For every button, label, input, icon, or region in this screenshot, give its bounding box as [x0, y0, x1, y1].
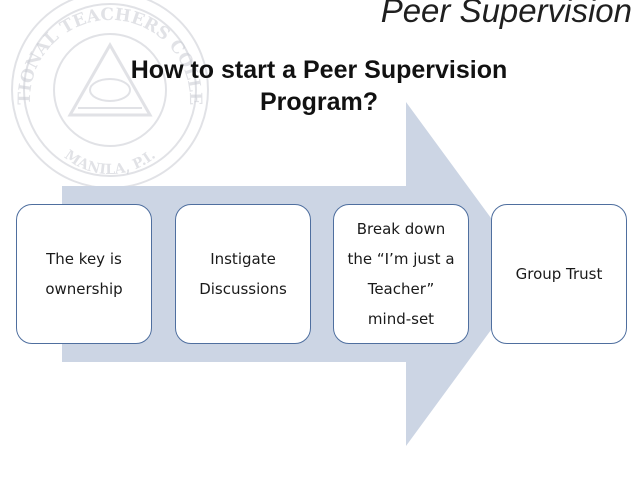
college-seal-logo: NATIONAL TEACHERS COLLEGE MANILA, P.I.	[0, 0, 209, 189]
step-label: Group Trust	[515, 265, 603, 283]
step-label: Break down the “I’m just a Teacher” mind…	[347, 220, 455, 328]
headline-line-1: How to start a Peer Supervision	[130, 56, 508, 84]
step-box-ownership: The key is ownership	[16, 204, 152, 344]
step-label: The key is ownership	[45, 250, 123, 298]
headline-line-2: Program?	[259, 88, 379, 116]
slide-header-title: Peer Supervision	[380, 0, 632, 29]
step-box-discussions: Instigate Discussions	[175, 204, 311, 344]
slide-headline: How to start a Peer Supervision Program?	[80, 54, 558, 118]
step-box-group-trust: Group Trust	[491, 204, 627, 344]
step-box-mindset: Break down the “I’m just a Teacher” mind…	[333, 204, 469, 344]
step-label: Instigate Discussions	[199, 250, 287, 298]
